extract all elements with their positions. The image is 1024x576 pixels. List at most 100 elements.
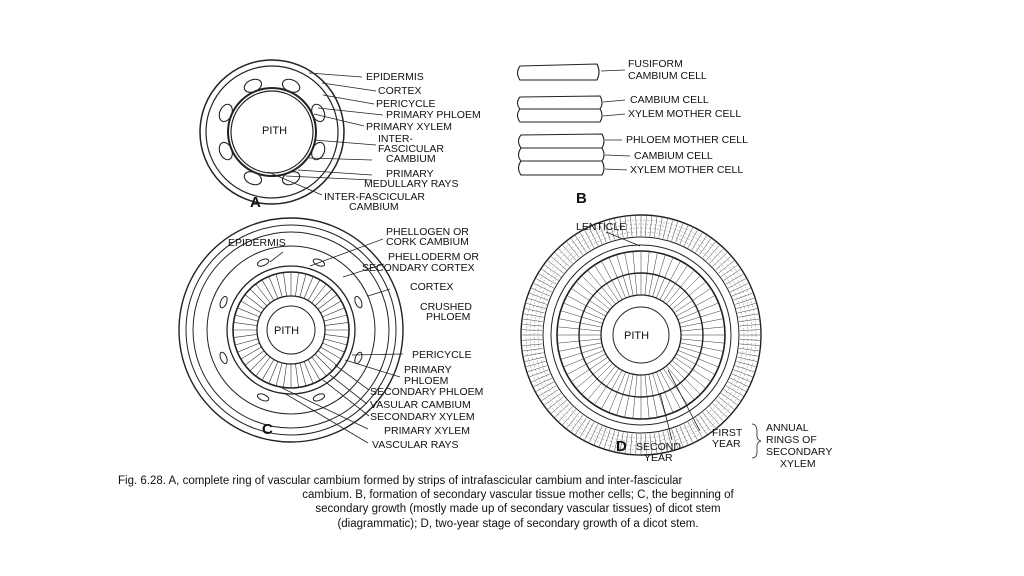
panel-c-cortex-ring [206, 245, 376, 415]
panel-d-bark-line [691, 419, 703, 438]
panel-d-bark-line [527, 297, 547, 305]
panel-b-xylem-mother-cell-2 [517, 160, 605, 176]
panel-c-crushed-label-2: PHLOEM [426, 311, 470, 323]
panel-d-bark-line [619, 217, 624, 238]
panel-d-annual-rings-label-4: XYLEM [780, 458, 816, 470]
panel-a-interfascicular-label-2: FASCICULAR [378, 143, 444, 155]
panel-c-ray-line [320, 300, 342, 314]
panel-d-bark-line [645, 216, 647, 237]
panel-c-pericycle-patch [256, 258, 270, 267]
panel-d-bark-line [705, 409, 720, 425]
panel-d-bark-line [566, 241, 580, 258]
panel-b-fusiform-label-1: FUSIFORM [628, 58, 683, 70]
panel-b-fusiform-label-2: CAMBIUM CELL [628, 70, 707, 82]
panel-c-phellogen-label-1: PHELLOGEN OR [386, 226, 469, 238]
panel-c-ray-line [324, 334, 349, 338]
panel-d-bark-line [645, 433, 647, 454]
panel-d-bark-line [570, 414, 584, 432]
panel-d-bark-line [529, 292, 549, 301]
panel-c-ray-line [237, 307, 260, 318]
panel-c-pith-label: PITH [274, 325, 299, 337]
panel-d-bark-line [538, 385, 557, 397]
panel-c-cortex-label: CORTEX [410, 281, 454, 293]
panel-c-ray-line [234, 314, 259, 322]
panel-d-bark-line [725, 273, 744, 285]
panel-c-ray-line [268, 276, 279, 299]
panel-c-secondary-phloem-ring [226, 265, 356, 395]
panel-d-bark-line [715, 256, 731, 271]
panel-d-bark-line [675, 427, 684, 447]
panel-c-ray-line [317, 350, 338, 366]
panel-d-second-year-ring [578, 272, 704, 398]
panel-c-phelloderm-label-2: SECONDARY CORTEX [362, 262, 475, 274]
panel-d-pith-ring [612, 306, 670, 364]
panel-d-bark-line [679, 225, 689, 245]
panel-b-phloem-mother-label: PHLOEM MOTHER CELL [626, 134, 748, 146]
panel-a-interfascicular-label-3: CAMBIUM [386, 153, 436, 165]
panel-a-medullary-label-2: MEDULLARY RAYS [364, 178, 459, 190]
panel-d-bark-line [738, 313, 759, 318]
panel-d-bark-line [522, 329, 543, 331]
panel-d-outer-ring [520, 214, 762, 456]
panel-d-bark-line [531, 287, 551, 297]
panel-d-bark-line [718, 260, 735, 274]
panel-d-first-year-label-2: YEAR [712, 438, 741, 450]
panel-c-ray-line [322, 342, 345, 353]
panel-d-bark-line [562, 245, 577, 261]
panel-d-bark-line [736, 303, 756, 309]
panel-c-letter: C [262, 421, 273, 438]
panel-a-cambium-ring [227, 87, 317, 177]
panel-d-bark-line [566, 412, 580, 429]
panel-c-pericycle-patch [354, 295, 363, 309]
panel-d-bark-line [529, 369, 549, 378]
panel-c-ray-line [320, 346, 342, 360]
panel-d-bark-line [683, 227, 693, 246]
panel-c-primary-xylem-label: PRIMARY XYLEM [384, 425, 470, 437]
panel-d-bark-line [662, 218, 668, 239]
panel-c-diagram [178, 217, 404, 443]
panel-d-bark-layer [533, 227, 749, 443]
panel-d-bark-line [598, 223, 607, 243]
panel-c-ray-line [299, 362, 307, 387]
panel-d-bark-line [558, 248, 573, 264]
panel-a-primary-xylem-label: PRIMARY XYLEM [366, 121, 452, 133]
panel-c-ray-line [261, 359, 275, 381]
panel-d-bark-line [709, 248, 724, 264]
panel-d-bark-layer [537, 231, 745, 439]
panel-c-epidermis-ring [178, 217, 404, 443]
panel-d-bark-line [589, 227, 599, 246]
panel-c-pericycle-patch [219, 351, 228, 365]
panel-d-bark-line [523, 348, 543, 352]
panel-c-phelloderm-label-1: PHELLODERM OR [388, 251, 479, 263]
panel-d-bark-line [551, 399, 567, 414]
panel-d-bark-line [630, 216, 633, 237]
panel-c-ray-line [233, 322, 258, 326]
panel-c-ray-line [323, 314, 348, 322]
panel-d-bark-line [536, 278, 554, 289]
panel-d-bark-line [524, 356, 545, 362]
panel-b-xylem-mother-label-2: XYLEM MOTHER CELL [630, 164, 743, 176]
panel-d-bark-line [562, 409, 577, 425]
panel-d-bark-line [739, 318, 759, 322]
panel-c-ray-line [295, 272, 299, 297]
panel-d-diagram [520, 214, 762, 456]
panel-d-bark-line [584, 422, 595, 440]
panel-c-ray-line [323, 338, 348, 346]
panel-c-phellogen-label-2: CORK CAMBIUM [386, 236, 469, 248]
panel-c-ray-line [240, 300, 262, 314]
panel-d-bark-line [531, 373, 551, 383]
panel-d-leader-lines [605, 231, 762, 459]
panel-c-ray-line [307, 279, 321, 301]
panel-c-ray-line [322, 307, 345, 318]
panel-b-xylem-mother-label: XYLEM MOTHER CELL [628, 108, 741, 120]
panel-d-bark-line [522, 343, 543, 346]
panel-c-ray-line [295, 363, 299, 388]
panel-d-bark-line [522, 339, 543, 341]
panel-d-bark-line [715, 399, 731, 414]
panel-d-bark-line [725, 385, 744, 397]
panel-c-ray-line [303, 276, 314, 299]
panel-c-ray-line [324, 322, 349, 326]
panel-d-first-year-label-1: FIRST [712, 427, 743, 439]
panel-d-bark-line [730, 283, 749, 293]
panel-c-pericycle-label: PERICYCLE [412, 349, 472, 361]
